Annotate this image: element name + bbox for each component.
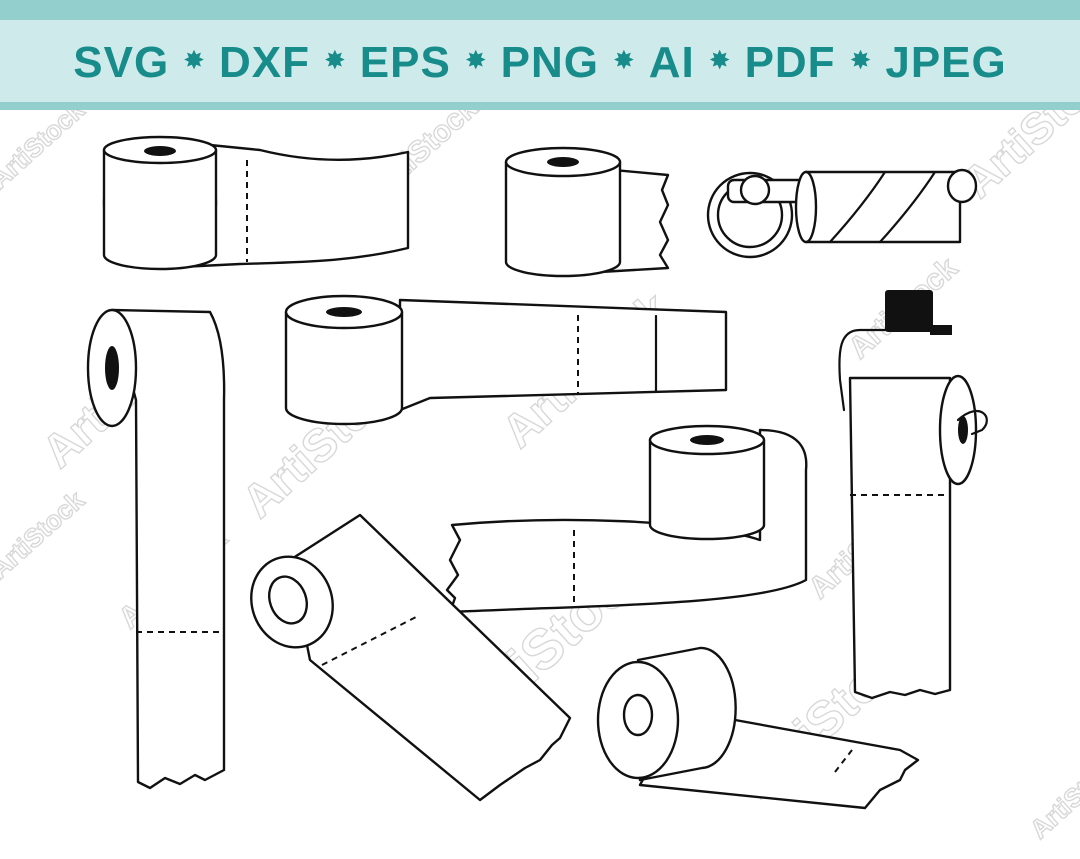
star-burst-icon: ✸ (183, 46, 205, 76)
banner-top-stripe (0, 0, 1080, 20)
format-svg: SVG (73, 38, 170, 87)
wall-holder-roll (706, 168, 978, 259)
roll-sheet-left (445, 424, 808, 614)
roll-floor-diagonal (250, 513, 572, 802)
toilet-paper-illustrations: ArtiStock ArtiStock ArtiStock ArtiStock … (0, 110, 1080, 845)
format-dxf: DXF (218, 38, 310, 87)
star-burst-icon: ✸ (612, 46, 635, 76)
roll-bottom-right (596, 646, 920, 810)
star-burst-icon: ✸ (323, 46, 346, 76)
roll-torn-small (504, 146, 670, 278)
format-png: PNG (500, 38, 599, 87)
watermark: ArtiStock (1024, 744, 1080, 844)
format-eps: EPS (359, 38, 451, 87)
star-burst-icon: ✸ (849, 46, 872, 76)
format-pdf: PDF (744, 38, 836, 87)
watermark: ArtiStock (0, 484, 90, 584)
roll-hanging-tall (86, 308, 226, 790)
format-banner: SVG ✸ DXF ✸ EPS ✸ PNG ✸ AI ✸ PDF ✸ JPEG (0, 0, 1080, 110)
star-burst-icon: ✸ (464, 46, 487, 76)
watermark: ArtiStock (0, 110, 90, 194)
format-jpeg: JPEG (885, 38, 1007, 87)
wall-holder-black-mount (838, 290, 988, 700)
format-list: SVG ✸ DXF ✸ EPS ✸ PNG ✸ AI ✸ PDF ✸ JPEG (0, 32, 1080, 94)
banner-bottom-stripe (0, 102, 1080, 110)
star-burst-icon: ✸ (708, 46, 731, 76)
format-ai: AI (648, 38, 695, 87)
roll-sheet-right-1 (102, 135, 410, 271)
roll-long-sheet (284, 294, 728, 426)
